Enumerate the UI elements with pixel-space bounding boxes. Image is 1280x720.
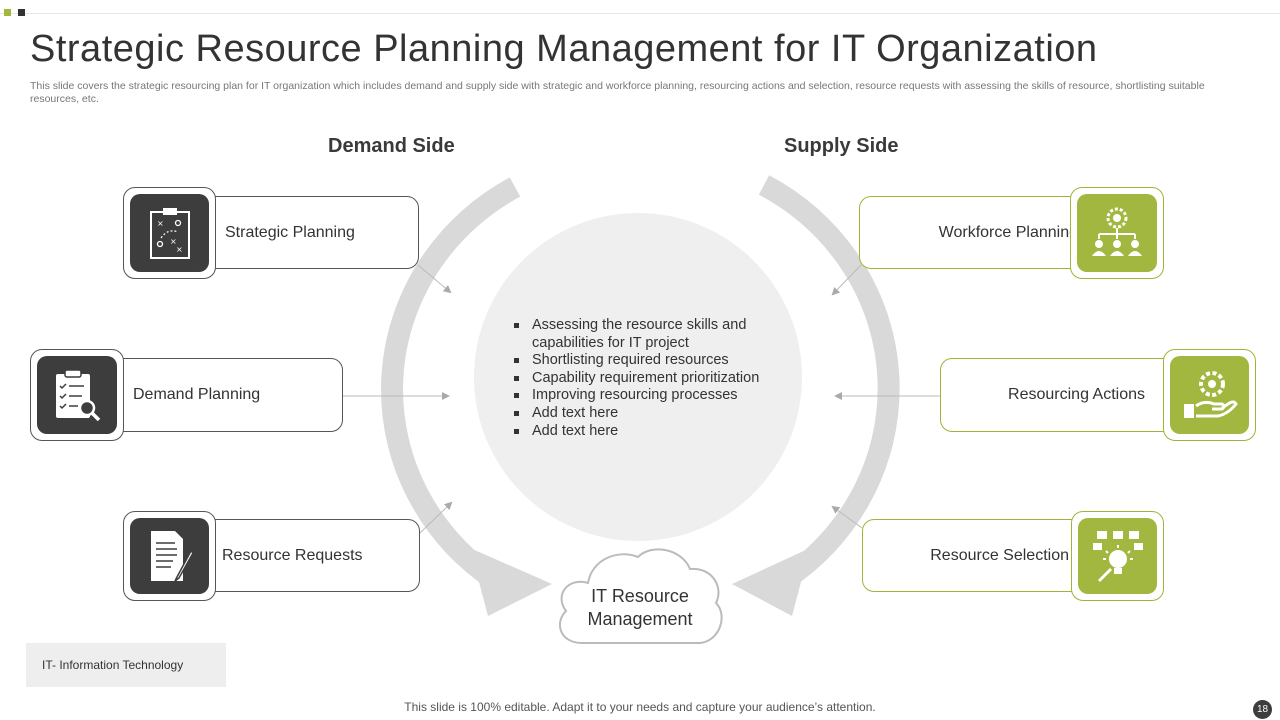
resourcing-actions-box: Resourcing Actions — [940, 358, 1176, 432]
demand-planning-icon-frame — [30, 349, 124, 441]
page-subtitle: This slide covers the strategic resourci… — [30, 80, 1205, 105]
resource-requests-label: Resource Requests — [222, 546, 363, 564]
strategic-planning-icon-frame: × × × — [123, 187, 216, 279]
svg-text:×: × — [170, 237, 177, 246]
demand-planning-label: Demand Planning — [133, 386, 261, 403]
resource-selection-label: Resource Selection — [930, 546, 1069, 564]
page-number-badge: 18 — [1253, 700, 1272, 719]
org-chart-gear-icon — [1092, 207, 1142, 256]
accent-square-green — [4, 9, 11, 16]
svg-text:×: × — [176, 245, 183, 254]
strategic-planning-box: Strategic Planning — [182, 196, 419, 269]
connector-workforce — [831, 264, 862, 296]
supply-arc — [758, 175, 900, 590]
demand-arc-arrowhead — [470, 548, 552, 616]
strategic-planning-label: Strategic Planning — [225, 223, 355, 241]
demand-side-heading: Demand Side — [328, 135, 455, 157]
footnote-box: IT- Information Technology — [26, 643, 226, 687]
cloud-label: IT Resource Management — [555, 585, 725, 631]
cloud-label-line1: IT Resource — [591, 586, 689, 606]
center-bullet-list: Assessing the resource skills and capabi… — [512, 317, 802, 440]
list-item: Improving resourcing processes — [514, 387, 802, 405]
resourcing-actions-label: Resourcing Actions — [1008, 386, 1145, 403]
list-item: Add text here — [514, 423, 802, 441]
demand-arc — [381, 177, 521, 590]
supply-side-heading: Supply Side — [784, 135, 899, 157]
connector-requests — [419, 501, 453, 534]
hand-gear-icon — [1183, 371, 1238, 418]
resource-requests-box: Resource Requests — [182, 519, 420, 592]
page-title: Strategic Resource Planning Management f… — [30, 28, 1098, 70]
top-divider — [0, 13, 1280, 14]
list-item: Shortlisting required resources — [514, 352, 802, 370]
cloud-label-line2: Management — [587, 609, 693, 629]
workforce-planning-box: Workforce Planning — [859, 196, 1099, 269]
accent-square-dark — [18, 9, 25, 16]
center-circle — [474, 213, 802, 541]
idea-bulb-icon — [1092, 531, 1143, 583]
connector-selection — [831, 505, 863, 529]
strategy-board-icon: × × × — [149, 208, 190, 259]
demand-planning-box: Demand Planning — [100, 358, 343, 432]
list-item: Assessing the resource skills and capabi… — [514, 317, 802, 352]
connector-strategic — [417, 264, 452, 294]
resource-selection-box: Resource Selection — [862, 519, 1100, 592]
list-item: Add text here — [514, 405, 802, 423]
footer-text: This slide is 100% editable. Adapt it to… — [404, 700, 876, 714]
supply-arc-arrowhead — [732, 548, 810, 616]
cloud-shape — [558, 548, 723, 644]
svg-text:×: × — [157, 219, 164, 228]
workforce-planning-label: Workforce Planning — [938, 223, 1078, 241]
workforce-planning-icon-frame — [1070, 187, 1164, 279]
resource-requests-icon-frame — [123, 511, 216, 601]
list-item: Capability requirement prioritization — [514, 370, 802, 388]
resource-selection-icon-frame — [1071, 511, 1164, 601]
resourcing-actions-icon-frame — [1163, 349, 1256, 441]
document-pen-icon — [150, 531, 193, 582]
checklist-search-icon — [56, 369, 101, 422]
